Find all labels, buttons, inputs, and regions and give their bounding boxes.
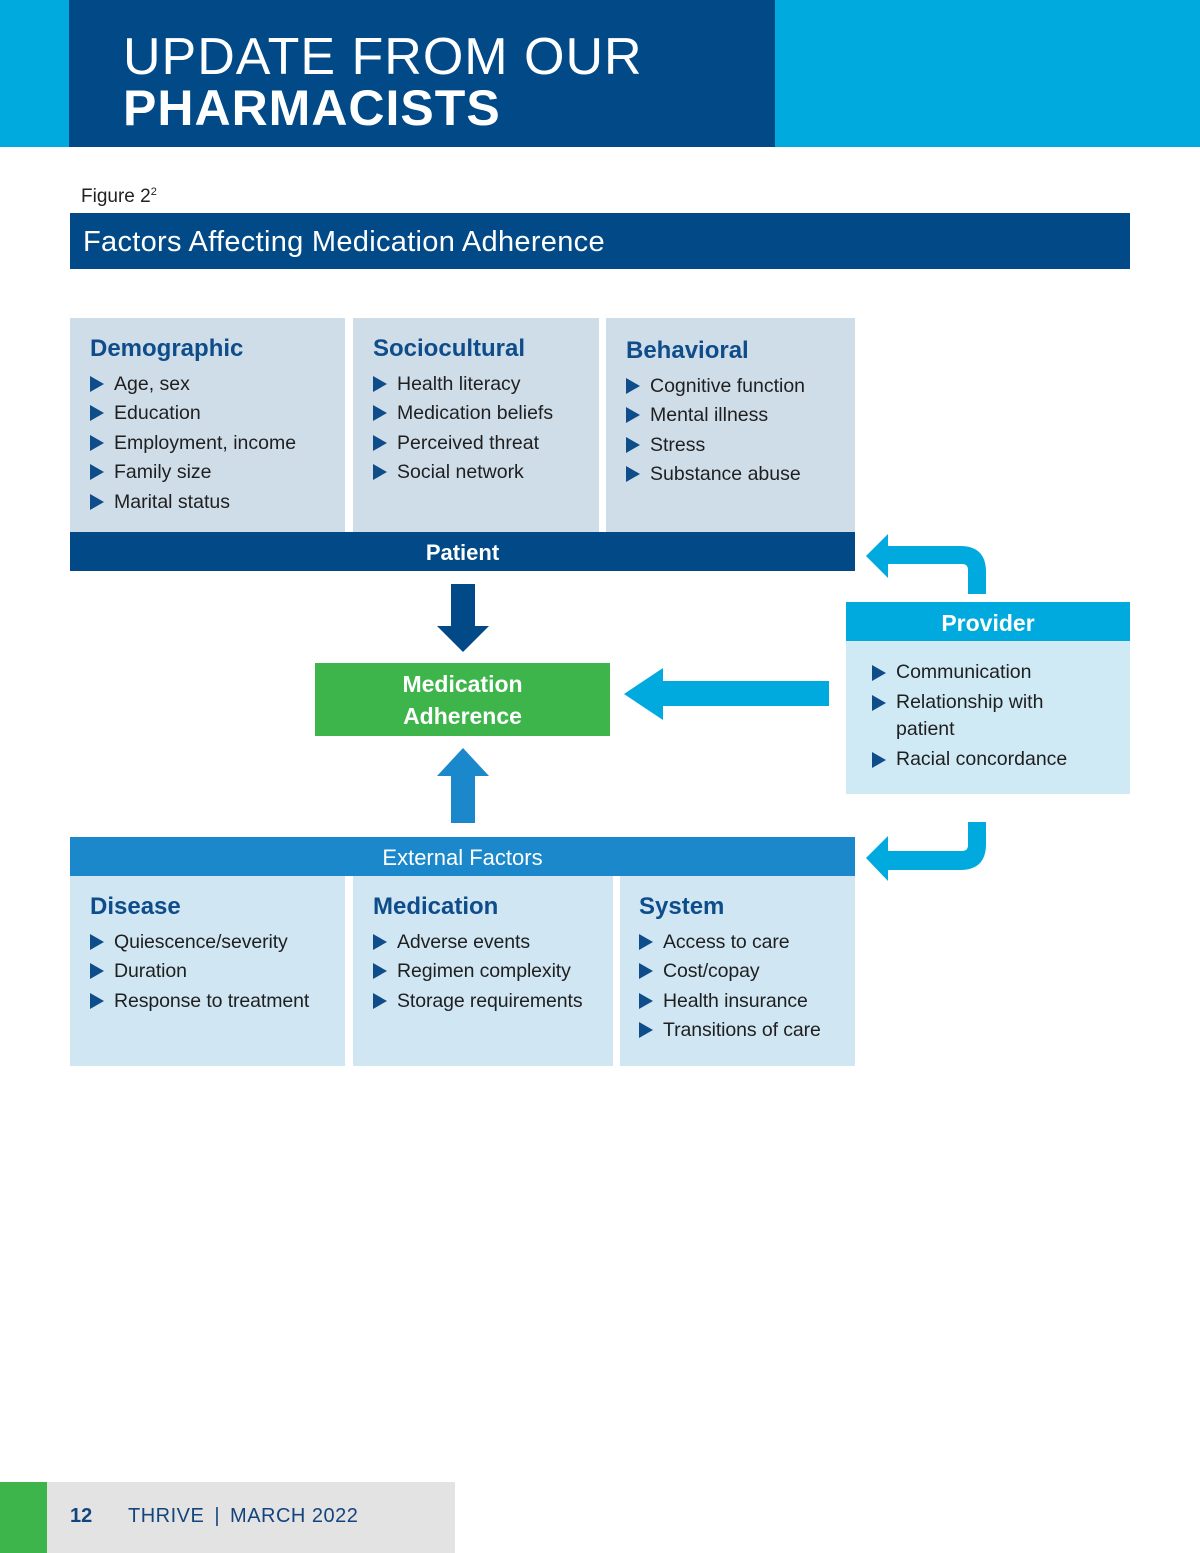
section-title-line1: UPDATE FROM OUR <box>123 28 643 86</box>
list-item: Employment, income <box>90 429 345 458</box>
factor-list: Health literacy Medication beliefs Perce… <box>373 370 599 488</box>
factor-list: Adverse events Regimen complexity Storag… <box>373 928 613 1016</box>
triangle-bullet-icon <box>373 434 387 451</box>
panel-medication: Medication Adverse events Regimen comple… <box>353 876 613 1066</box>
list-item: Age, sex <box>90 370 345 399</box>
figure-label-text: Figure 2 <box>81 186 151 207</box>
panel-sociocultural: Sociocultural Health literacy Medication… <box>353 318 599 532</box>
triangle-bullet-icon <box>626 378 640 394</box>
triangle-bullet-icon <box>626 466 640 483</box>
arrow-down-icon <box>437 584 489 652</box>
panel-demographic: Demographic Age, sex Education Employmen… <box>70 318 345 532</box>
triangle-bullet-icon <box>90 405 104 422</box>
list-item: Social network <box>373 458 599 487</box>
curved-arrow-to-external-icon <box>866 822 986 881</box>
panel-heading: Sociocultural <box>373 335 526 362</box>
triangle-bullet-icon <box>90 934 104 950</box>
list-item: Access to care <box>639 928 855 957</box>
triangle-bullet-icon <box>626 407 640 424</box>
provider-panel: Communication Relationship with patient … <box>846 641 1130 794</box>
panel-system: System Access to care Cost/copay Health … <box>620 876 855 1066</box>
panel-heading: System <box>639 893 725 920</box>
triangle-bullet-icon <box>90 434 104 451</box>
triangle-bullet-icon <box>373 992 387 1009</box>
list-item: Quiescence/severity <box>90 928 345 957</box>
list-item: Regimen complexity <box>373 957 613 986</box>
triangle-bullet-icon <box>90 376 104 392</box>
figure-label: Figure 22 <box>81 186 157 208</box>
list-item: Storage requirements <box>373 987 613 1016</box>
factor-list: Communication Relationship with patient … <box>872 659 1130 773</box>
triangle-bullet-icon <box>872 665 886 681</box>
list-item: Perceived threat <box>373 429 599 458</box>
panel-heading: Demographic <box>90 335 244 362</box>
publication-name: THRIVE <box>128 1505 205 1527</box>
triangle-bullet-icon <box>626 436 640 453</box>
triangle-bullet-icon <box>639 1022 653 1039</box>
patient-bar: Patient <box>70 532 855 571</box>
triangle-bullet-icon <box>373 963 387 980</box>
triangle-bullet-icon <box>90 992 104 1009</box>
footer-bar <box>47 1482 455 1553</box>
list-item: Response to treatment <box>90 987 345 1016</box>
list-item: Communication <box>872 659 1130 687</box>
list-item: Health insurance <box>639 987 855 1016</box>
panel-behavioral: Behavioral Cognitive function Mental ill… <box>606 318 855 532</box>
factor-list: Quiescence/severity Duration Response to… <box>90 928 345 1016</box>
issue-date: MARCH 2022 <box>230 1505 359 1527</box>
curved-arrow-to-patient-icon <box>866 534 986 594</box>
triangle-bullet-icon <box>90 963 104 980</box>
triangle-bullet-icon <box>639 934 653 950</box>
triangle-bullet-icon <box>373 405 387 422</box>
panel-heading: Disease <box>90 893 181 920</box>
medication-adherence-box: Medication Adherence <box>315 663 610 736</box>
footer-publication: THRIVE | MARCH 2022 <box>128 1505 358 1528</box>
triangle-bullet-icon <box>373 934 387 950</box>
list-item: Duration <box>90 957 345 986</box>
triangle-bullet-icon <box>373 376 387 392</box>
list-item: Racial concordance <box>872 746 1130 774</box>
triangle-bullet-icon <box>373 464 387 481</box>
adherence-line1: Medication <box>402 671 523 697</box>
page-number: 12 <box>70 1505 93 1527</box>
panel-heading: Behavioral <box>626 337 749 364</box>
arrow-up-icon <box>437 748 489 823</box>
list-item: Cognitive function <box>626 372 855 401</box>
external-factors-bar: External Factors <box>70 837 855 876</box>
list-item: Substance abuse <box>626 460 855 489</box>
triangle-bullet-icon <box>872 694 886 711</box>
list-item: Transitions of care <box>639 1016 855 1045</box>
list-item: Stress <box>626 431 855 460</box>
panel-heading: Medication <box>373 893 499 920</box>
section-title-line2: PHARMACISTS <box>123 80 501 136</box>
list-item: Relationship with patient <box>872 689 1130 744</box>
factor-list: Cognitive function Mental illness Stress… <box>626 372 855 490</box>
list-item: Adverse events <box>373 928 613 957</box>
triangle-bullet-icon <box>90 493 104 510</box>
list-item: Medication beliefs <box>373 399 599 428</box>
list-item: Cost/copay <box>639 957 855 986</box>
figure-title: Factors Affecting Medication Adherence <box>70 213 1130 269</box>
triangle-bullet-icon <box>90 464 104 481</box>
factor-list: Access to care Cost/copay Health insuran… <box>639 928 855 1046</box>
footer-accent <box>0 1482 47 1553</box>
adherence-line2: Adherence <box>403 703 522 729</box>
provider-header: Provider <box>846 602 1130 641</box>
arrow-left-icon <box>624 668 829 720</box>
factor-list: Age, sex Education Employment, income Fa… <box>90 370 345 517</box>
triangle-bullet-icon <box>639 963 653 980</box>
triangle-bullet-icon <box>872 751 886 768</box>
list-item: Mental illness <box>626 401 855 430</box>
list-item: Health literacy <box>373 370 599 399</box>
panel-disease: Disease Quiescence/severity Duration Res… <box>70 876 345 1066</box>
figure-reference-superscript: 2 <box>150 186 157 198</box>
header-block <box>69 0 775 147</box>
footer-separator: | <box>214 1505 221 1527</box>
list-item: Family size <box>90 458 345 487</box>
triangle-bullet-icon <box>639 992 653 1009</box>
list-item: Education <box>90 399 345 428</box>
list-item: Marital status <box>90 488 345 517</box>
